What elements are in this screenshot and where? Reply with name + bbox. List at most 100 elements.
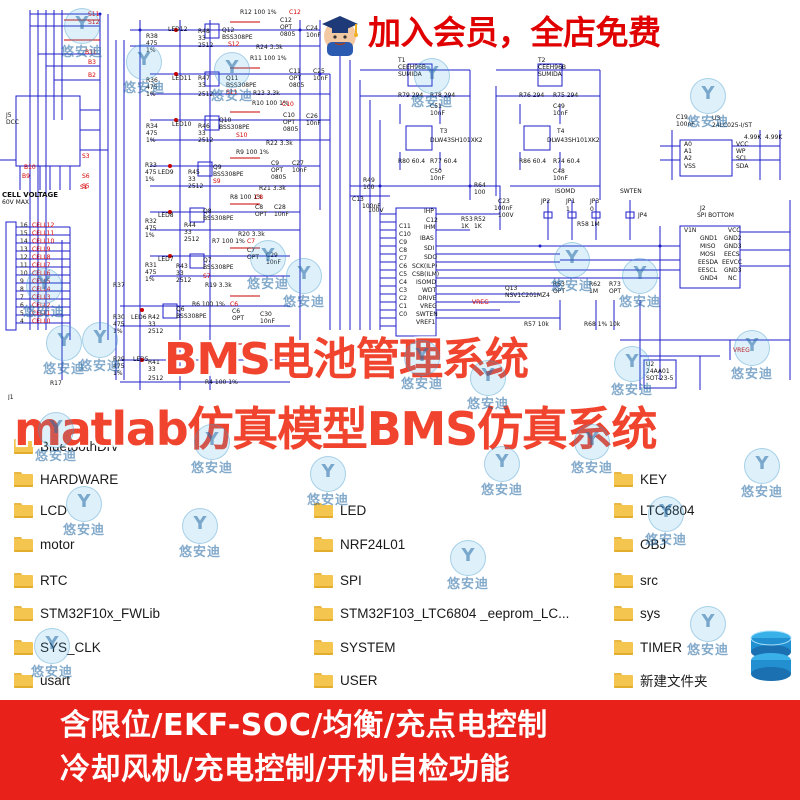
title-matlab: matlab仿真模型BMS仿真系统 [14,402,657,456]
schematic-label: LED6 [131,314,147,321]
folder-item[interactable]: USER [314,668,378,692]
watermark-text: 悠安迪 [22,305,65,320]
schematic-label: 11 [20,262,28,269]
folder-item[interactable]: usart [14,668,70,692]
schematic-label: C0 [399,311,408,318]
schematic-label: 1% [113,328,123,335]
folder-item[interactable]: LED [314,498,366,522]
folder-item[interactable]: sys [614,601,660,625]
schematic-label: LED11 [172,75,192,82]
feature-line-2: 冷却风机/充电控制/开机自检功能 [60,752,510,787]
watermark-logo-icon: Y [414,58,450,94]
folder-item[interactable]: motor [14,532,75,556]
folder-name: TIMER [640,639,682,655]
folder-item[interactable]: NRF24L01 [314,532,405,556]
schematic-label: B2 [88,72,96,79]
schematic-label: SPI BOTTOM [697,212,734,219]
schematic-label: GND3 [724,267,742,274]
schematic-label: 2512 [198,137,214,144]
watermark-text: 悠安迪 [306,493,349,508]
schematic-label: R8 100 1% [230,194,263,201]
folder-icon [614,639,633,655]
schematic-label: R33 [145,162,157,169]
watermark-text: 悠安迪 [62,523,105,538]
folder-item[interactable]: KEY [614,467,667,491]
watermark-text: 悠安迪 [740,485,783,500]
schematic-label: LED8 [158,212,174,219]
schematic-label: B10 [24,164,36,171]
schematic-label: CELL12 [32,222,55,229]
folder-icon [314,672,333,688]
schematic-label: R68 1% 10k [584,321,621,328]
folder-item[interactable]: 新建文件夹 [614,668,708,692]
schematic-label: S12 [228,41,240,48]
folder-icon [614,672,633,688]
schematic-label: 10nF [274,211,289,218]
schematic-label: R49 [363,177,375,184]
schematic-label: CELL9 [32,246,51,253]
schematic-label: SWTEN [416,311,438,318]
schematic-label: OPT [255,211,268,218]
watermark-logo-icon: Y [38,412,74,448]
schematic-label: C11 [399,223,411,230]
folder-item[interactable]: STM32F103_LTC6804 _eeprom_LC... [314,601,569,625]
folder-item[interactable]: SPI [314,568,362,592]
schematic-label: SOT-23-5 [646,375,674,382]
schematic-label: T3 [440,128,448,135]
schematic-label: SDI [424,245,435,252]
schematic-label: 475 [146,130,158,137]
folder-item[interactable]: STM32F10x_FWLib [14,601,160,625]
schematic-label: C49 [553,103,565,110]
schematic-label: C26 [306,113,318,120]
folder-item[interactable]: OBJ [614,532,666,556]
schematic-label: R23 3.3k [253,90,280,97]
schematic-label: C27 [292,160,304,167]
schematic-label: DLW43SH101XK2 [547,137,600,144]
schematic-label: R73 [609,281,621,288]
member-banner[interactable]: 加入会员，全店免费 [318,10,800,58]
schematic-label: C13 [352,196,364,203]
watermark-text: 悠安迪 [446,577,489,592]
schematic-label: 1K [461,223,469,230]
watermark-logo-icon: Y [250,240,286,276]
schematic-label: R22 3.3k [266,140,293,147]
watermark-logo-icon: Y [622,258,658,294]
schematic-label: BSS308PE [219,124,250,131]
schematic-label: CELL0 [32,318,51,325]
folder-name: STM32F103_LTC6804 _eeprom_LC... [340,605,570,621]
folder-item[interactable]: SYSTEM [314,635,396,659]
folder-item[interactable]: LCD [14,498,67,522]
schematic-label: CELL10 [32,238,55,245]
watermark-text: 悠安迪 [210,89,253,104]
folder-item[interactable]: RTC [14,568,68,592]
schematic-label: NSV1C201MZ4 [505,292,550,299]
schematic-label: LED5 [133,356,149,363]
schematic-label: 0 [590,206,594,213]
schematic-label: C25 [313,68,325,75]
watermark-text: 悠安迪 [570,461,613,476]
schematic-label: OPT [283,119,296,126]
schematic-label: JP3 [590,198,600,205]
schematic-label: C6 [399,263,408,270]
schematic-label: 100nF [362,203,381,210]
schematic-label: WDT [422,287,437,294]
schematic-label: 14 [20,238,28,245]
schematic-label: 33 [188,176,196,183]
folder-item[interactable]: src [614,568,658,592]
watermark-text: 悠安迪 [30,665,73,680]
schematic-label: SCL [736,155,748,162]
schematic-label: EEVCC [722,259,743,266]
schematic-label: S5 [82,183,90,190]
folder-item[interactable]: TIMER [614,635,682,659]
schematic-label: 33 [148,321,156,328]
schematic-label: 33 [148,366,156,373]
schematic-label: S1 [80,184,88,191]
folder-icon [614,502,633,518]
folder-item[interactable]: HARDWARE [14,467,118,491]
